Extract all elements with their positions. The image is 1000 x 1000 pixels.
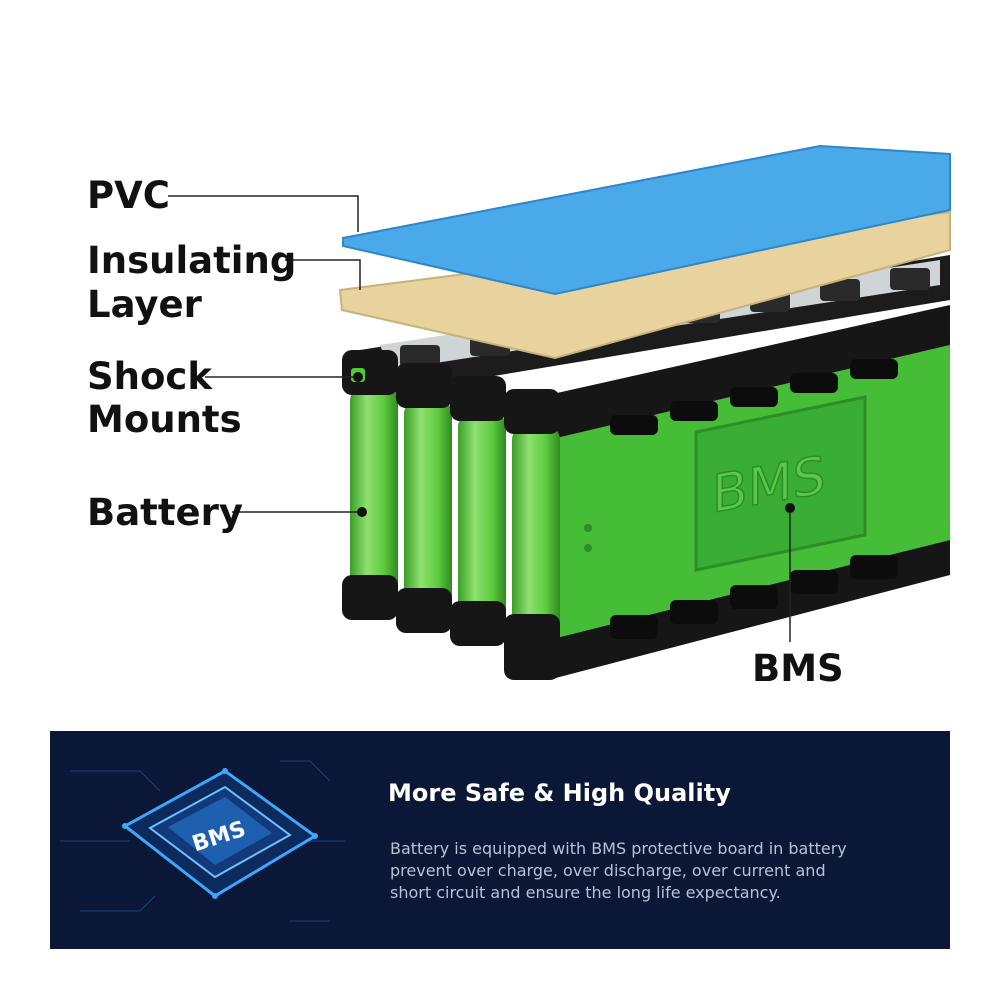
label-insulating-line1: Insulating xyxy=(87,239,297,282)
side-holder-bottom xyxy=(548,540,950,680)
cell xyxy=(350,385,398,600)
label-shock-line1: Shock xyxy=(87,355,212,398)
label-insulating-line2: Layer xyxy=(87,283,202,326)
banner-title: More Safe & High Quality xyxy=(388,779,731,807)
label-battery: Battery xyxy=(87,491,244,534)
label-pvc: PVC xyxy=(87,174,170,217)
leader-lines xyxy=(168,195,791,642)
bms-board: BMS xyxy=(584,395,867,572)
front-holders-bottom xyxy=(342,575,560,680)
leader-dots xyxy=(353,372,795,517)
side-holder-bumps xyxy=(610,359,898,639)
description-line-1: Battery is equipped with BMS protective … xyxy=(390,839,847,858)
bms-chip-illustration: BMS xyxy=(60,760,345,922)
label-bms: BMS xyxy=(752,647,844,690)
front-cells xyxy=(350,385,560,639)
side-holder-top xyxy=(548,305,950,440)
description-line-3: short circuit and ensure the long life e… xyxy=(390,883,781,902)
cell xyxy=(404,398,452,613)
battery-pack-diagram: BMS xyxy=(168,144,951,680)
label-shock-line2: Mounts xyxy=(87,398,242,441)
cell xyxy=(458,411,506,626)
description-line-2: prevent over charge, over discharge, ove… xyxy=(390,861,826,880)
info-banner: BMS More Safe & High Quality Battery is … xyxy=(50,731,950,949)
pvc-layer xyxy=(342,144,951,296)
front-holders-top xyxy=(342,350,560,434)
cell xyxy=(512,424,560,639)
